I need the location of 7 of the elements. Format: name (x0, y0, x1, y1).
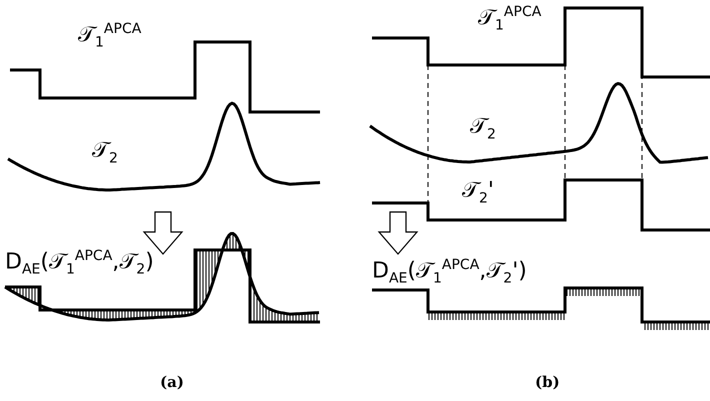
series-label: 𝒯$_{2}$ (470, 116, 496, 142)
series-label: 𝒯$_{2}$' (462, 180, 494, 206)
formula-label: D$_{AE}$(𝒯$_{1}$$^{APCA}$,𝒯$_{2}$) (5, 249, 154, 277)
panel-caption: (b) (535, 375, 560, 390)
panel-caption: (a) (160, 375, 184, 390)
series-label: 𝒯$_{2}$ (92, 140, 118, 166)
formula-label: D$_{AE}$(𝒯$_{1}$$^{APCA}$,𝒯$_{2}$') (372, 258, 527, 286)
